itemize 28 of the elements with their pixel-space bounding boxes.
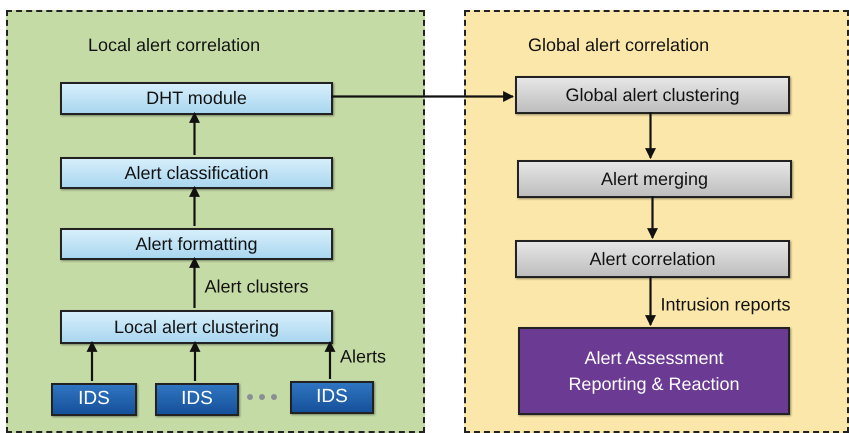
arrow xyxy=(645,112,656,160)
process-box: Alert formatting xyxy=(60,228,333,260)
panel-title: Local alert correlation xyxy=(88,34,260,57)
panel-title: Global alert correlation xyxy=(528,34,710,57)
process-box: Global alert clustering xyxy=(515,76,790,114)
ids-box: IDS xyxy=(155,383,239,416)
process-box: DHT module xyxy=(60,82,333,115)
arrow xyxy=(190,340,200,381)
ids-box: IDS xyxy=(290,381,374,414)
arrow xyxy=(324,340,336,379)
arrow xyxy=(189,186,200,226)
process-box: Alert classification xyxy=(60,157,333,189)
arrow xyxy=(189,112,200,155)
group-panel xyxy=(6,10,425,433)
process-box: Alert merging xyxy=(517,160,792,198)
arrow xyxy=(86,340,98,381)
process-box: Alert correlation xyxy=(515,240,790,278)
edge-label: Intrusion reports xyxy=(660,293,791,316)
process-box: Local alert clustering xyxy=(60,310,333,344)
arrow xyxy=(647,196,658,240)
ids-box: IDS xyxy=(51,383,137,416)
arrow xyxy=(189,256,200,308)
process-box: Alert Assessment Reporting & Reaction xyxy=(518,327,790,415)
arrow xyxy=(331,91,514,102)
edge-label: Alerts xyxy=(340,345,386,368)
edge-label: Alert clusters xyxy=(204,276,309,298)
arrow xyxy=(645,276,656,326)
group-panel xyxy=(464,10,849,433)
